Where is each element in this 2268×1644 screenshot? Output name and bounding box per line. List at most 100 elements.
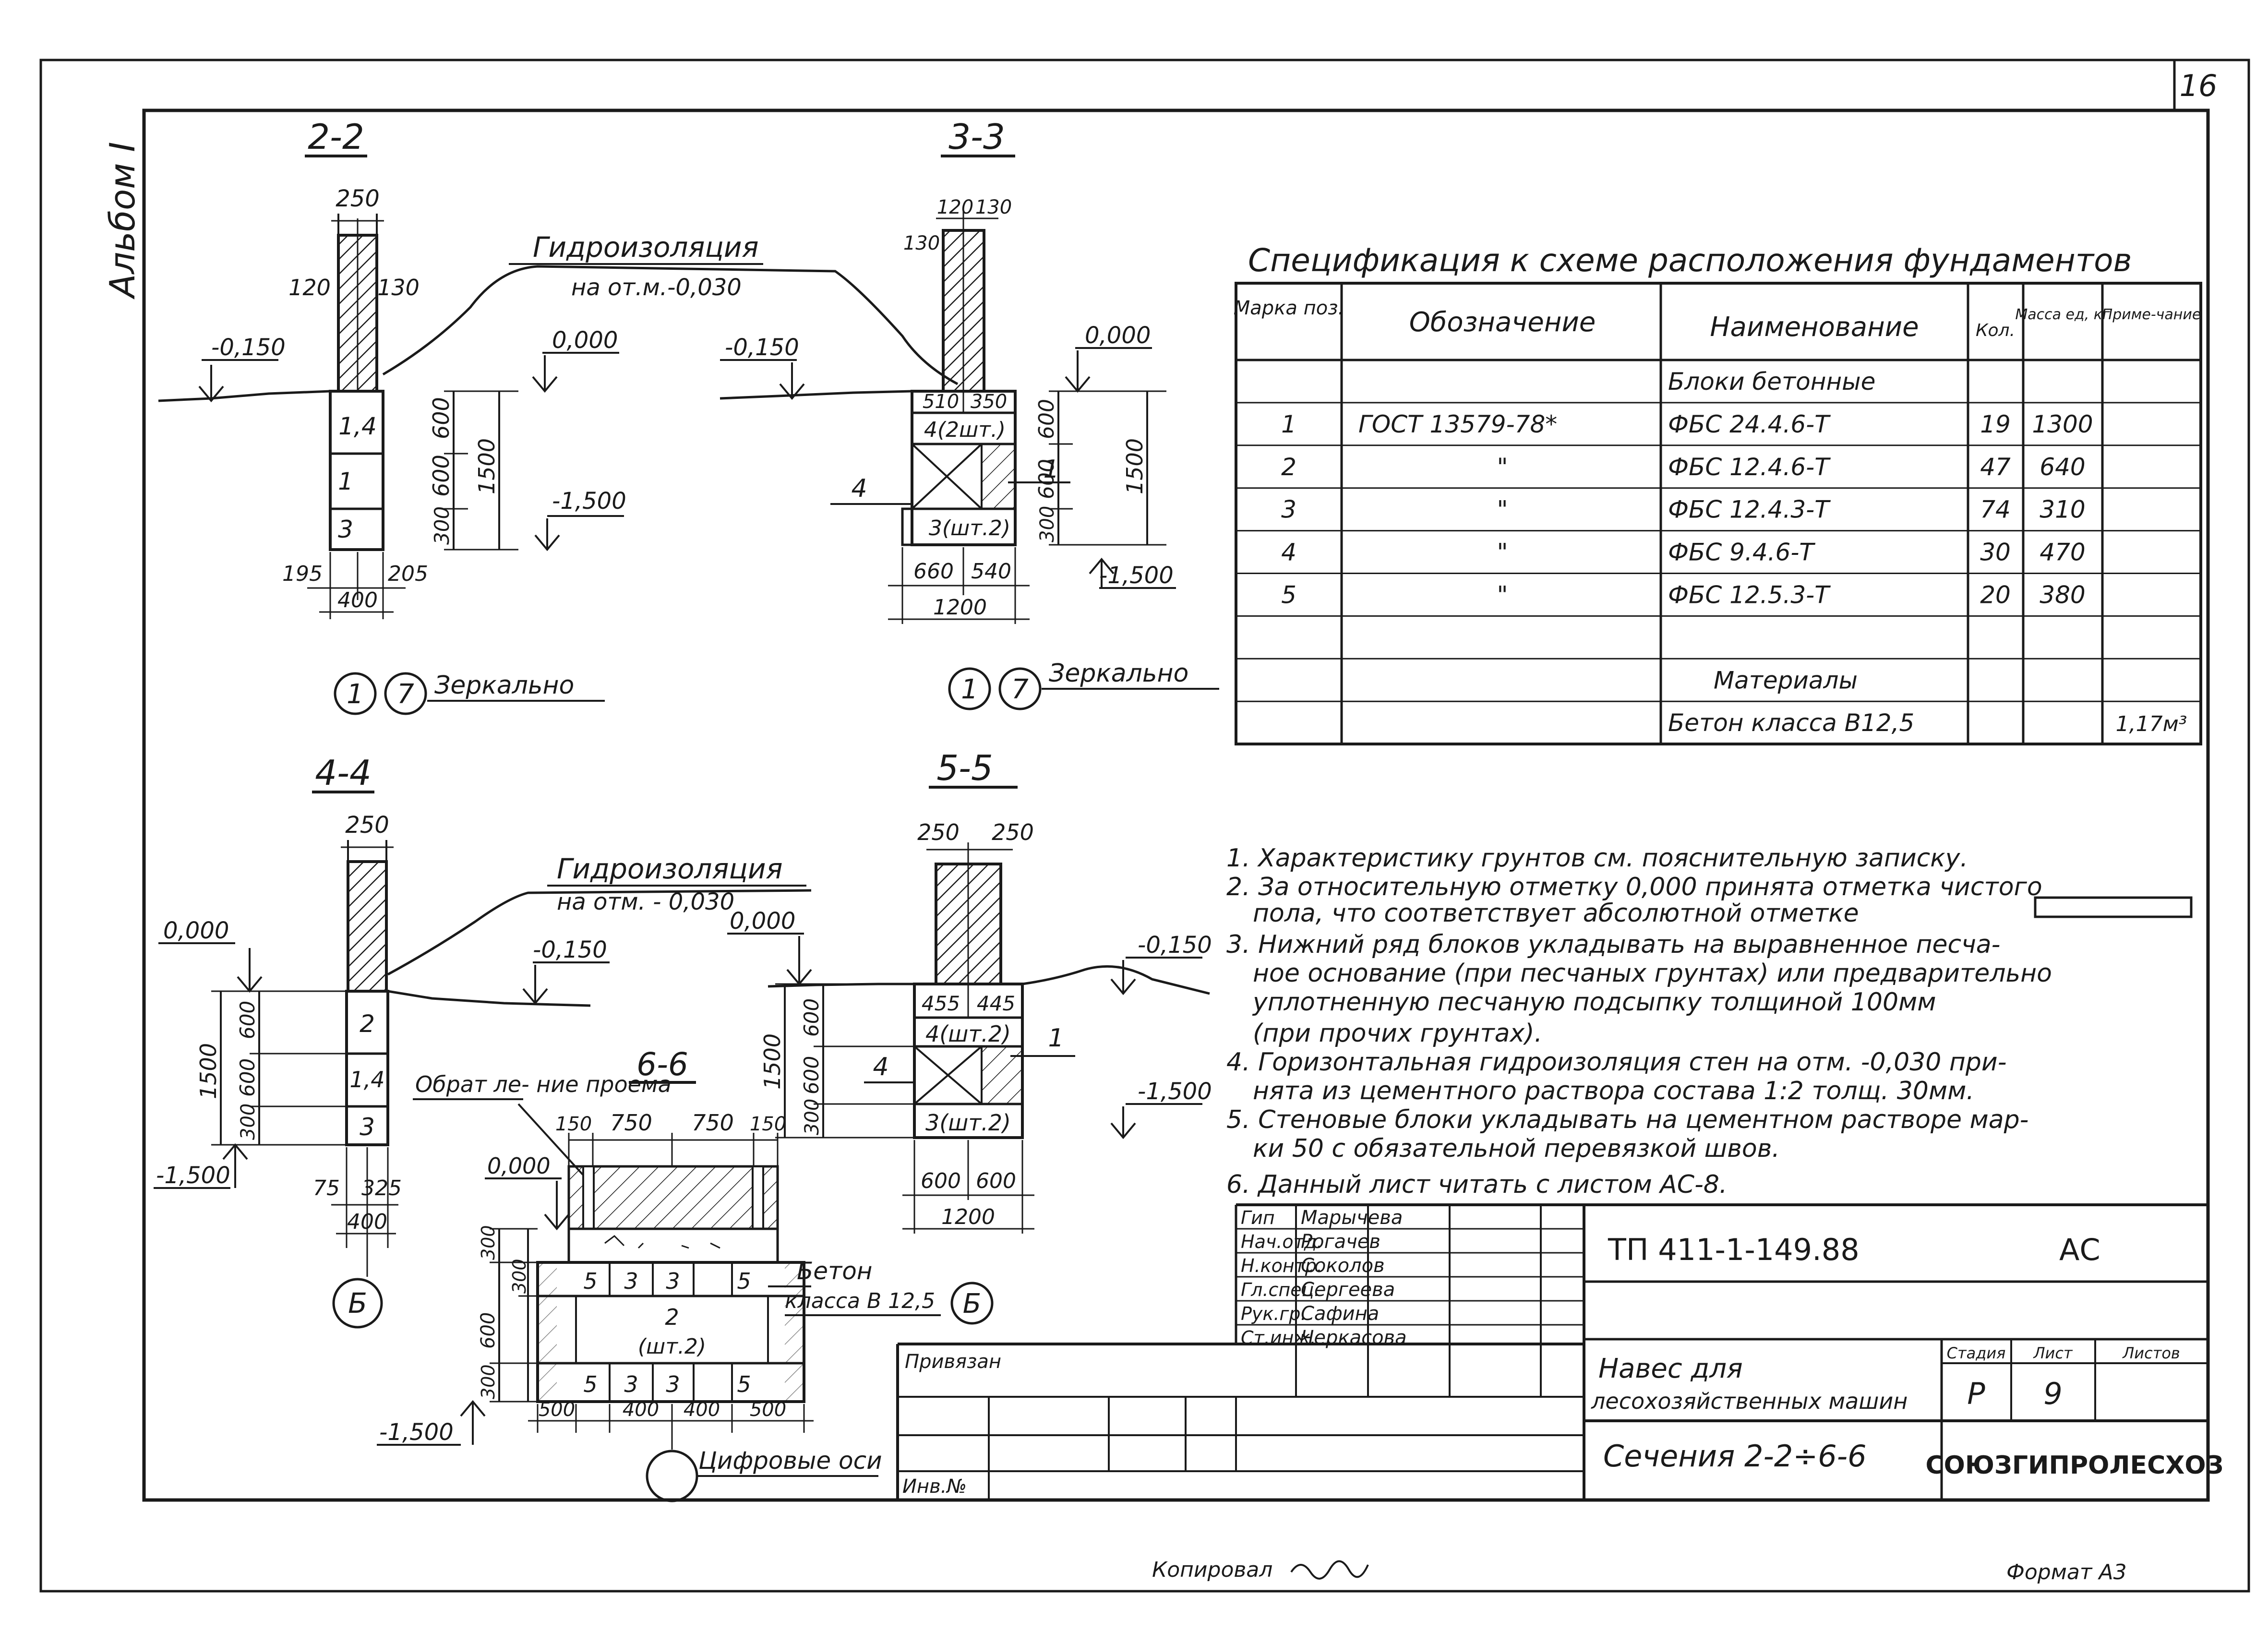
note-line: нята из цементного раствора состава 1:2 … xyxy=(1253,1077,1974,1105)
section-5-5: 5-5 250 250 455 445 4(шт.2) 3(шт.2) 4 1 … xyxy=(727,748,1212,1234)
signer-role: Н.контр. xyxy=(1241,1255,1322,1276)
dim-6-6-b3: 400 xyxy=(684,1399,720,1421)
block-2-2-3: 3 xyxy=(338,516,353,543)
spec-cell: 640 xyxy=(2040,453,2085,481)
dim-4-4-br: 325 xyxy=(361,1176,402,1200)
note-line: 1. Характеристику грунтов см. пояснитель… xyxy=(1226,844,1968,873)
signer-name: Марычева xyxy=(1301,1207,1403,1229)
level-6-6-zero: 0,000 xyxy=(487,1153,551,1179)
dim-5-5-h2: 600 xyxy=(800,1056,823,1094)
spec-cell: 2 xyxy=(1281,453,1296,481)
dim-2-2-right: 130 xyxy=(377,275,420,300)
opening-note: Обрат ле- ние проема xyxy=(415,1071,672,1097)
note-line: (при прочих грунтах). xyxy=(1253,1019,1542,1048)
signer-name: Сафина xyxy=(1301,1303,1379,1325)
stage-value: Р xyxy=(1967,1376,1985,1411)
lbl-5-5-4: 4 xyxy=(873,1053,888,1081)
block-4-4-1: 2 xyxy=(360,1010,375,1038)
dim-4-4-bl: 75 xyxy=(313,1176,340,1200)
spec-cell: Бетон класса В12,5 xyxy=(1668,709,1914,737)
dim-6-6-h3: 600 xyxy=(477,1312,499,1349)
dim-2-2-width: 250 xyxy=(336,185,380,212)
spec-cell: 74 xyxy=(1980,496,2011,524)
spec-table: Спецификация к схеме расположения фундам… xyxy=(1234,242,2202,745)
doc-code: ТП 411-1-149.88 xyxy=(1608,1232,1860,1267)
section-4-4: 4-4 250 2 1,4 3 Гидроизоляция на отм. - … xyxy=(154,753,812,1329)
concrete-class: класса В 12,5 xyxy=(785,1289,935,1313)
section-3-3-title: 3-3 xyxy=(948,117,1005,157)
cell-6-6-b4: 5 xyxy=(737,1371,751,1397)
spec-cell: 310 xyxy=(2040,496,2085,524)
note-line: 3. Нижний ряд блоков укладывать на вырав… xyxy=(1226,930,2000,959)
axis-2-2-b: 7 xyxy=(397,679,414,710)
level-3-3-ground: -0,150 xyxy=(725,334,799,361)
cell-6-6-t4: 5 xyxy=(737,1268,751,1294)
spec-h-mark: Марка поз. xyxy=(1234,297,1344,319)
signer-name: Соколов xyxy=(1301,1255,1385,1277)
block-4-4-3: 3 xyxy=(360,1113,375,1141)
spec-cell: " xyxy=(1497,539,1508,566)
dim-5-5-h3: 300 xyxy=(801,1099,823,1135)
lbl-3-3-4: 4 xyxy=(851,474,867,503)
doc-mark: АС xyxy=(2059,1232,2100,1267)
section-5-5-title: 5-5 xyxy=(936,748,993,788)
dim-3-3-total: 1500 xyxy=(1122,438,1148,494)
block-4-4-2: 1,4 xyxy=(349,1067,384,1092)
dim-6-6-h2: 300 xyxy=(509,1259,530,1294)
section-2-2: 2-2 250 120 130 1,4 1 3 Гидроизоляция на… xyxy=(158,117,959,715)
dim-6-6-t2: 750 xyxy=(610,1110,652,1136)
level-5-5-bottom: -1,500 xyxy=(1138,1078,1212,1105)
waterproof-2-2-level: на от.м.-0,030 xyxy=(571,274,742,301)
dim-3-3-ta: 120 xyxy=(937,196,973,218)
section-2-2-title: 2-2 xyxy=(308,117,364,157)
level-5-5-ground: -0,150 xyxy=(1138,932,1212,959)
note-line: 5. Стеновые блоки укладывать на цементно… xyxy=(1226,1105,2028,1134)
sheet-number: 16 xyxy=(2180,68,2218,103)
lbl-3-3-1: 1 xyxy=(1043,455,1059,484)
dim-5-5-sl: 455 xyxy=(922,992,960,1015)
level-4-4-bottom: -1,500 xyxy=(156,1162,230,1189)
dim-3-3-tb: 130 xyxy=(975,196,1012,218)
dim-3-3-bl: 660 xyxy=(913,559,954,584)
note-line: ки 50 с обязательной перевязкой швов. xyxy=(1253,1134,1780,1163)
spec-cell: " xyxy=(1497,453,1508,481)
spec-h-name: Наименование xyxy=(1710,312,1919,343)
abs-level-box xyxy=(2034,896,2193,918)
spec-cell: 19 xyxy=(1980,410,2011,438)
dim-4-4-h3: 300 xyxy=(237,1104,259,1140)
dim-2-2-total: 1500 xyxy=(474,438,500,494)
inv-label: Инв.№ xyxy=(902,1476,967,1498)
dim-4-4-width: 250 xyxy=(345,812,389,839)
level-3-3-bottom: -1,500 xyxy=(1099,562,1174,589)
dim-2-2-left: 120 xyxy=(288,275,331,300)
mirror-2-2: Зеркально xyxy=(434,671,574,700)
dim-5-5-sr: 445 xyxy=(977,992,1015,1015)
dim-6-6-b2: 400 xyxy=(623,1399,659,1421)
spec-cell: 1,17м³ xyxy=(2116,712,2187,736)
spec-cell: 4 xyxy=(1281,539,1296,566)
spec-h-designation: Обозначение xyxy=(1409,307,1596,338)
dim-3-3-sl: 510 xyxy=(923,391,959,413)
level-3-3-zero: 0,000 xyxy=(1085,322,1151,349)
dim-5-5-wr: 250 xyxy=(992,819,1034,845)
dim-6-6-b1: 500 xyxy=(539,1399,575,1421)
dim-2-2-bl: 195 xyxy=(282,562,323,586)
level-5-5-zero: 0,000 xyxy=(730,908,795,935)
digital-axes: Цифровые оси xyxy=(698,1447,882,1475)
level-2-2-zero: 0,000 xyxy=(552,327,618,354)
dim-3-3-h1: 600 xyxy=(1034,399,1059,439)
waterproof-2-2: Гидроизоляция xyxy=(533,231,758,264)
object-line2: лесохозяйственных машин xyxy=(1591,1388,1908,1414)
dim-3-3-br: 540 xyxy=(971,559,1011,584)
note-line: пола, что соответствует абсолютной отмет… xyxy=(1253,899,1859,928)
block-3-3-4: 4(2шт.) xyxy=(924,418,1006,442)
spec-cell: 1300 xyxy=(2032,410,2093,438)
signer-name: Сергеева xyxy=(1301,1279,1395,1301)
spec-cell: " xyxy=(1497,581,1508,609)
spec-cell: 47 xyxy=(1980,453,2011,481)
outer-frame xyxy=(39,59,2250,1593)
mirror-3-3: Зеркально xyxy=(1049,659,1188,688)
dim-2-2-br: 205 xyxy=(388,562,428,586)
